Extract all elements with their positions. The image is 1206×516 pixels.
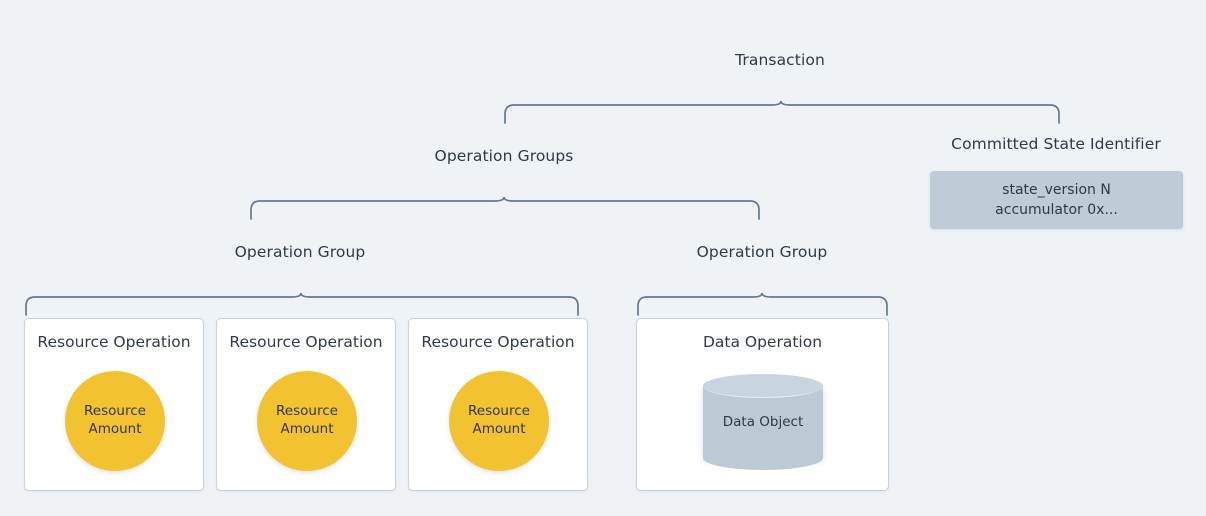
cylinder-top-ellipse [703,374,823,398]
data-operation-title: Data Operation [702,333,823,351]
committed-state-identifier-label: Committed State Identifier [951,135,1161,153]
resource-operation-title-1: Resource Operation [37,333,191,351]
resource-operation-box-2: Resource Operation Resource Amount [216,318,396,491]
committed-state-accumulator: accumulator 0x... [995,202,1118,218]
operation-groups-label: Operation Groups [434,147,574,165]
data-operation-box: Data Operation Data Object [636,318,889,491]
transaction-label: Transaction [735,51,825,69]
operation-group-2-brace [637,292,889,316]
resource-operation-title-3: Resource Operation [421,333,575,351]
resource-amount-line1-1: Resource [84,403,146,420]
resource-amount-circle-3: Resource Amount [449,371,549,471]
resource-operation-box-3: Resource Operation Resource Amount [408,318,588,491]
resource-amount-line2-1: Amount [88,421,142,437]
operation-group-1-brace [25,292,579,316]
resource-amount-line1-2: Resource [276,403,338,420]
committed-state-version: state_version N [1002,181,1111,198]
resource-operation-title-2: Resource Operation [229,333,383,351]
data-object-label: Data Object [722,414,804,430]
operation-groups-brace [250,196,760,220]
resource-amount-line1-3: Resource [468,403,530,420]
resource-operation-box-1: Resource Operation Resource Amount [24,318,204,491]
resource-amount-circle-2: Resource Amount [257,371,357,471]
resource-amount-circle-1: Resource Amount [65,371,165,471]
operation-group-1-label: Operation Group [234,243,366,261]
transaction-brace [504,100,1060,124]
resource-amount-line2-2: Amount [280,421,334,437]
data-object-cylinder: Data Object [703,374,823,470]
committed-state-identifier-box: state_version N accumulator 0x... [930,171,1183,229]
resource-amount-line2-3: Amount [472,421,526,437]
operation-group-2-label: Operation Group [696,243,828,261]
cylinder-bottom-ellipse [703,446,823,470]
